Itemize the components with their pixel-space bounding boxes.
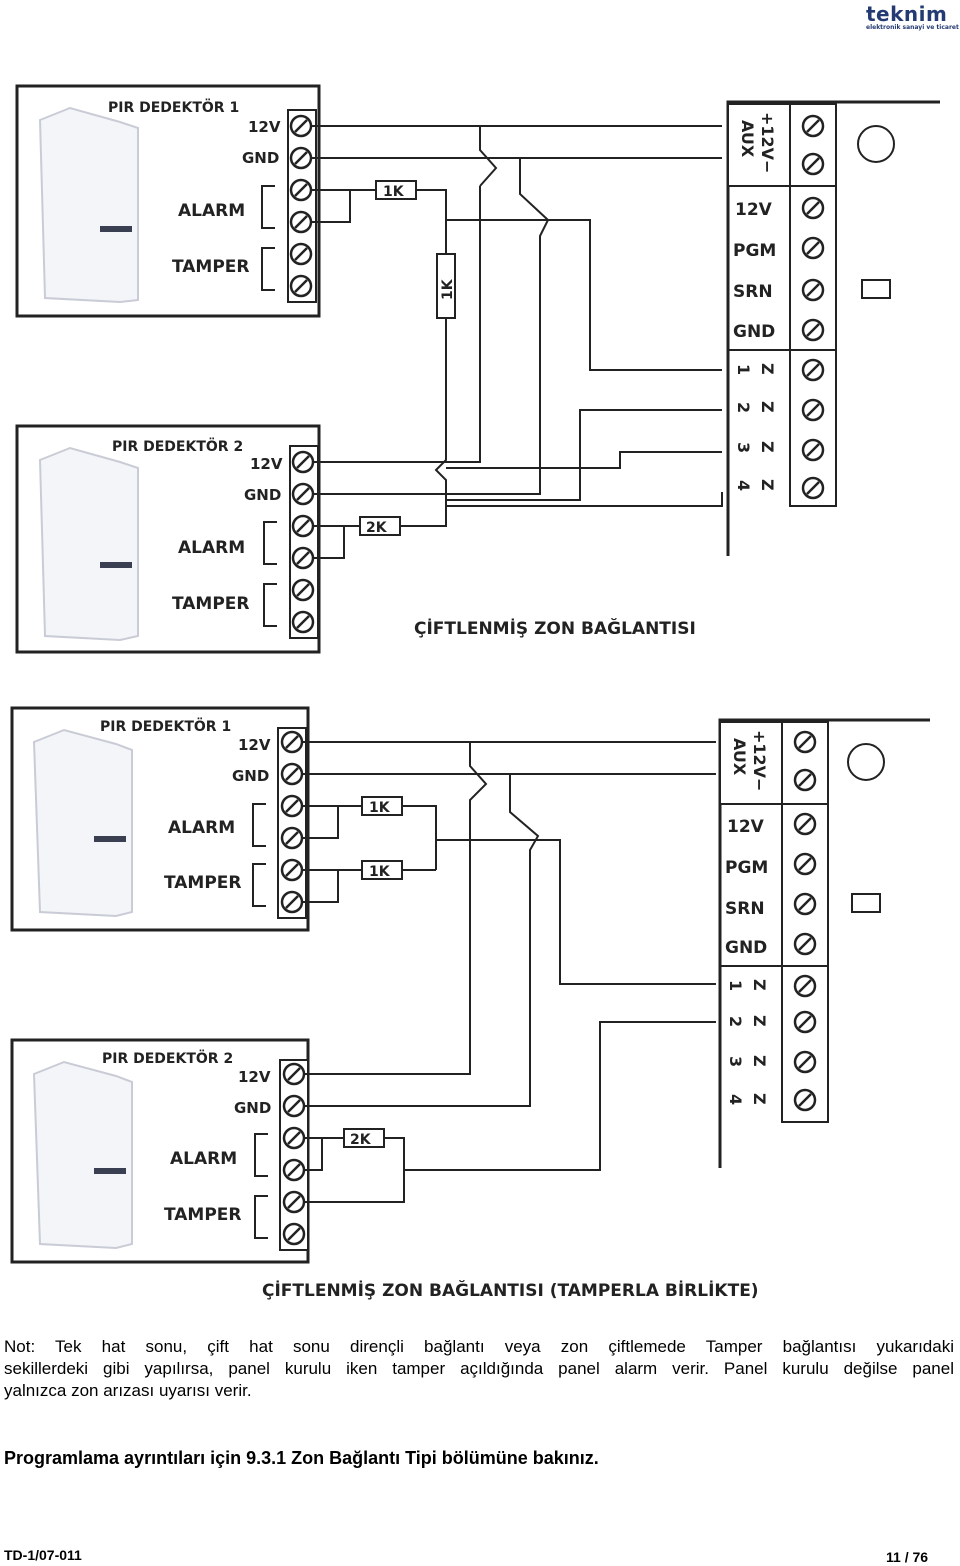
resistor-2k bbox=[359, 516, 401, 536]
logo-subtitle: elektronik sanayi ve ticaret a.ş. bbox=[866, 24, 960, 31]
svg-text:SRN: SRN bbox=[733, 282, 773, 302]
diagram-1-caption: ÇİFTLENMİŞ ZON BAĞLANTISI bbox=[414, 617, 696, 639]
svg-text:Z: Z bbox=[758, 363, 777, 375]
svg-text:Z: Z bbox=[758, 441, 777, 453]
programming-reference: Programlama ayrıntıları için 9.3.1 Zon B… bbox=[4, 1448, 599, 1468]
svg-text:GND: GND bbox=[733, 322, 775, 342]
wiring-diagrams: PIR DEDEKTÖR 1 12V GND ALARM TAMPER PIR … bbox=[10, 84, 940, 1301]
svg-text:ALARM: ALARM bbox=[178, 201, 245, 221]
note-line: yalnızca zon arızası uyarısı verir. bbox=[4, 1381, 252, 1400]
svg-text:PIR DEDEKTÖR 2: PIR DEDEKTÖR 2 bbox=[102, 1049, 233, 1067]
svg-text:GND: GND bbox=[244, 486, 281, 504]
detector-2-box: PIR DEDEKTÖR 2 12V GND ALARM TAMPER bbox=[15, 424, 321, 654]
svg-text:3: 3 bbox=[726, 1056, 745, 1067]
svg-text:PIR DEDEKTÖR 1: PIR DEDEKTÖR 1 bbox=[100, 717, 231, 735]
svg-text:GND: GND bbox=[725, 938, 767, 958]
svg-text:SRN: SRN bbox=[725, 899, 765, 919]
svg-text:PIR DEDEKTÖR 2: PIR DEDEKTÖR 2 bbox=[112, 437, 243, 455]
wires-2 bbox=[302, 741, 716, 1203]
svg-text:TAMPER: TAMPER bbox=[172, 257, 250, 277]
svg-text:4: 4 bbox=[726, 1094, 745, 1105]
note-paragraph: Not: Tek hat sonu, çift hat sonu dirençl… bbox=[4, 1336, 954, 1402]
svg-text:4: 4 bbox=[734, 480, 753, 491]
svg-text:Z: Z bbox=[750, 1015, 769, 1027]
pir-sensor-image bbox=[38, 106, 139, 304]
svg-text:ALARM: ALARM bbox=[168, 818, 235, 838]
diagram-2: PIR DEDEKTÖR 1 12V GND ALARM TAMPER PIR … bbox=[10, 706, 930, 1301]
svg-text:TAMPER: TAMPER bbox=[172, 594, 250, 614]
logo-text: teknim bbox=[866, 2, 948, 26]
note-line: Not: Tek hat sonu, çift hat sonu dirençl… bbox=[4, 1337, 954, 1356]
control-panel-1: +12V− AUX 12V PGM SRN GND 1 Z 2 Z 3 Z 4 … bbox=[726, 100, 940, 556]
svg-text:TAMPER: TAMPER bbox=[164, 1205, 242, 1225]
svg-text:PGM: PGM bbox=[725, 858, 768, 878]
note-line: sekillerdeki gibi yapılırsa, panel kurul… bbox=[4, 1359, 954, 1378]
diagram-2-caption: ÇİFTLENMİŞ ZON BAĞLANTISI (TAMPERLA BİRL… bbox=[262, 1279, 759, 1301]
svg-text:12V: 12V bbox=[238, 1068, 271, 1086]
svg-text:+12V−: +12V− bbox=[758, 112, 777, 173]
detector-1-box: PIR DEDEKTÖR 1 12V GND ALARM TAMPER bbox=[15, 84, 321, 318]
svg-text:1K: 1K bbox=[383, 184, 405, 200]
svg-text:Z: Z bbox=[750, 1055, 769, 1067]
detector-2-box-2: PIR DEDEKTÖR 2 12V GND ALARM TAMPER bbox=[10, 1038, 310, 1264]
svg-text:2K: 2K bbox=[366, 520, 388, 536]
svg-text:TAMPER: TAMPER bbox=[164, 873, 242, 893]
svg-text:GND: GND bbox=[234, 1099, 271, 1117]
resistor-1k-a bbox=[375, 180, 417, 200]
diagram-1: PIR DEDEKTÖR 1 12V GND ALARM TAMPER PIR … bbox=[15, 84, 940, 654]
svg-text:1: 1 bbox=[726, 980, 745, 991]
svg-text:12V: 12V bbox=[250, 455, 283, 473]
svg-text:Z: Z bbox=[758, 401, 777, 413]
svg-text:2: 2 bbox=[734, 402, 753, 413]
svg-text:1K: 1K bbox=[369, 800, 391, 816]
detector-title: PIR DEDEKTÖR 1 bbox=[108, 98, 239, 116]
svg-text:3: 3 bbox=[734, 442, 753, 453]
svg-text:1K: 1K bbox=[369, 864, 391, 880]
svg-text:GND: GND bbox=[232, 767, 269, 785]
wires-1 bbox=[311, 125, 723, 559]
svg-text:1K: 1K bbox=[440, 278, 456, 300]
svg-text:AUX: AUX bbox=[738, 120, 757, 158]
svg-text:12V: 12V bbox=[248, 118, 281, 136]
page-number: 11 / 76 bbox=[886, 1549, 929, 1565]
resistors-2: 1K 1K 2K bbox=[343, 796, 403, 1148]
resistor-1k-b bbox=[436, 253, 456, 319]
resistors-1: 1K 1K 2K bbox=[359, 180, 456, 536]
svg-text:ALARM: ALARM bbox=[178, 538, 245, 558]
svg-text:Z: Z bbox=[758, 479, 777, 491]
svg-text:12V: 12V bbox=[735, 200, 773, 220]
svg-text:Z: Z bbox=[750, 1093, 769, 1105]
svg-text:2: 2 bbox=[726, 1016, 745, 1027]
control-panel-2: +12V− AUX 12V PGM SRN GND 1 Z 2 Z 3 Z 4 … bbox=[718, 718, 930, 1168]
svg-text:12V: 12V bbox=[238, 736, 271, 754]
document-code: TD-1/07-011 bbox=[4, 1547, 82, 1563]
svg-text:2K: 2K bbox=[350, 1132, 372, 1148]
detector-1-box-2: PIR DEDEKTÖR 1 12V GND ALARM TAMPER bbox=[10, 706, 310, 932]
svg-text:1: 1 bbox=[734, 364, 753, 375]
svg-text:+12V−: +12V− bbox=[750, 730, 769, 791]
svg-text:PGM: PGM bbox=[733, 241, 776, 261]
company-logo: teknim elektronik sanayi ve ticaret a.ş. bbox=[866, 2, 960, 38]
svg-text:Z: Z bbox=[750, 979, 769, 991]
svg-text:12V: 12V bbox=[727, 817, 765, 837]
svg-text:AUX: AUX bbox=[730, 738, 749, 776]
svg-text:GND: GND bbox=[242, 149, 279, 167]
svg-text:ALARM: ALARM bbox=[170, 1149, 237, 1169]
